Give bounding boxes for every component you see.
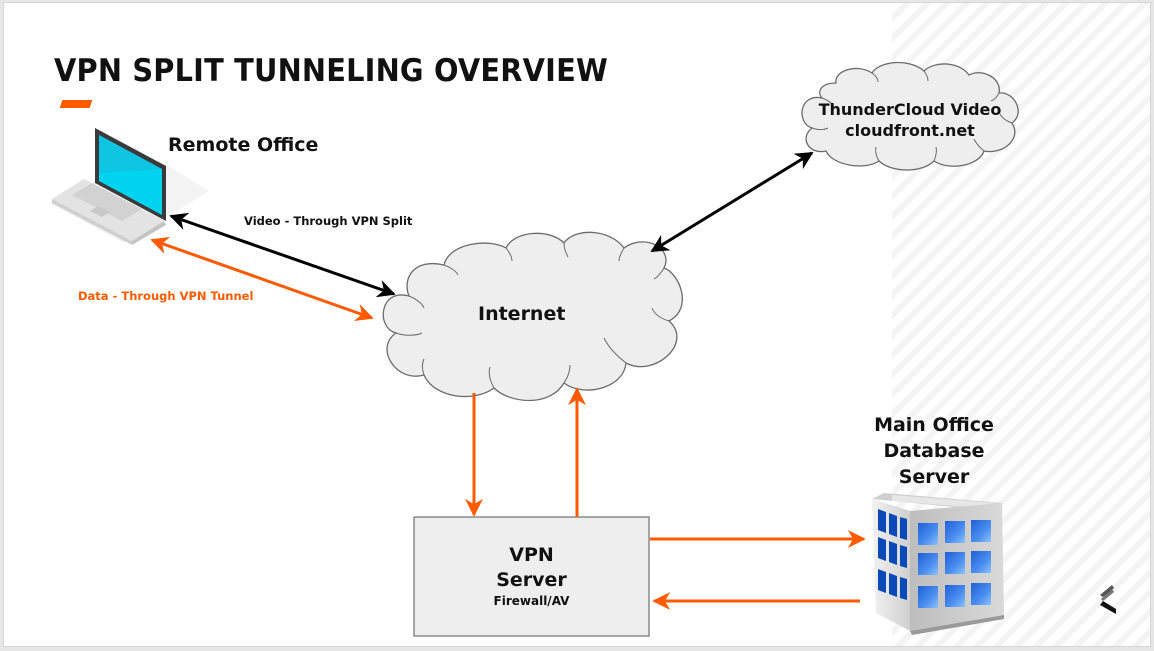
thundercloud-cloud — [801, 61, 1019, 171]
internet-label: Internet — [478, 303, 566, 325]
main-office-label: Main Office Database Server — [844, 412, 1024, 490]
thundercloud-label-line1: ThunderCloud Video — [818, 100, 1002, 119]
arrow-data-laptop-internet — [150, 236, 374, 322]
main-office-label-line1: Main Office — [874, 414, 994, 436]
slide-title: VPN SPLIT TUNNELING OVERVIEW — [54, 53, 608, 89]
title-accent-bar — [59, 100, 93, 108]
slide: VPN SPLIT TUNNELING OVERVIEW Remote Offi… — [3, 2, 1151, 647]
main-office-label-line2: Database — [883, 440, 985, 462]
brand-chevron-icon — [1100, 585, 1116, 614]
vpn-server-box — [413, 516, 650, 637]
vpn-server-label-line2: Server — [496, 569, 567, 591]
laptop-icon — [49, 128, 209, 245]
thundercloud-label-line2: cloudfront.net — [845, 121, 975, 140]
diagram-canvas — [49, 61, 1116, 637]
arrow-internet-thundercloud — [650, 151, 814, 253]
vpn-server-sublabel: Firewall/AV — [493, 594, 570, 608]
remote-office-label: Remote Office — [168, 134, 319, 156]
video-connection-label: Video - Through VPN Split — [244, 214, 413, 228]
internet-cloud — [382, 231, 684, 402]
building-icon — [872, 493, 1004, 635]
thundercloud-label: ThunderCloud Video cloudfront.net — [810, 99, 1010, 141]
data-connection-label: Data - Through VPN Tunnel — [78, 289, 254, 303]
main-office-label-line3: Server — [898, 466, 970, 488]
vpn-server-label: VPN Server Firewall/AV — [414, 543, 649, 609]
vpn-server-label-line1: VPN — [509, 544, 554, 566]
